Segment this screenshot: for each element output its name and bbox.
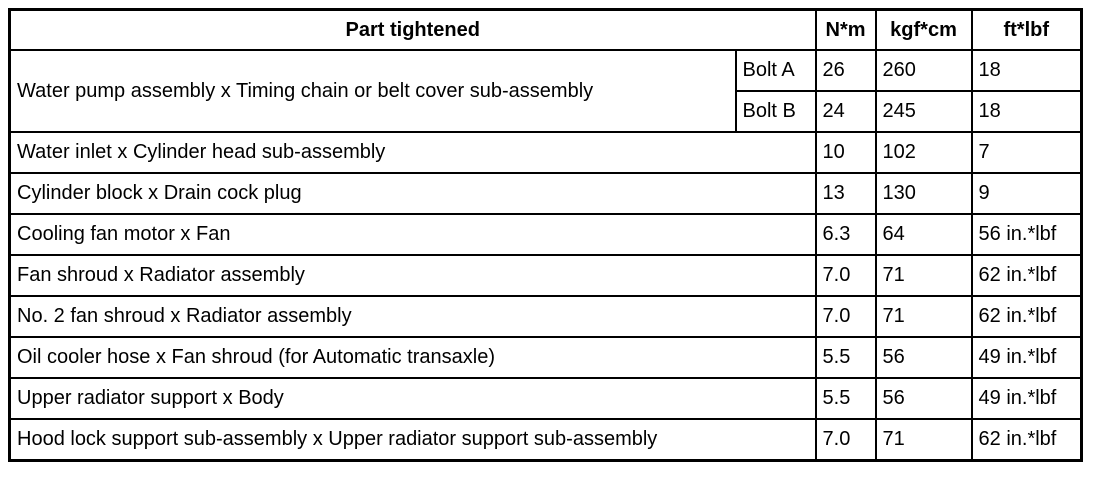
part-cell: Upper radiator support x Body <box>8 377 817 420</box>
table-row-water-pump-bolt-b: Bolt B 24 245 18 <box>10 90 1083 133</box>
ftlbf-cell: 62 in.*lbf <box>970 295 1083 338</box>
kgfcm-cell: 245 <box>874 90 973 133</box>
kgfcm-cell: 71 <box>874 418 973 461</box>
table-row: Hood lock support sub-assembly x Upper r… <box>8 418 1083 461</box>
nm-cell: 5.5 <box>814 377 877 420</box>
torque-spec-table: Part tightened N*m kgf*cm ft*lbf Water p… <box>8 8 1084 462</box>
table-row: Cooling fan motor x Fan 6.3 64 56 in.*lb… <box>8 213 1083 256</box>
part-cell: Oil cooler hose x Fan shroud (for Automa… <box>8 336 817 379</box>
ftlbf-cell: 56 in.*lbf <box>970 213 1083 256</box>
ftlbf-cell: 62 in.*lbf <box>970 418 1083 461</box>
ftlbf-cell: 18 <box>970 90 1083 133</box>
nm-cell: 5.5 <box>814 336 877 379</box>
nm-cell: 6.3 <box>814 213 877 256</box>
kgfcm-cell: 56 <box>874 336 973 379</box>
nm-cell: 7.0 <box>814 254 877 297</box>
part-cell: Fan shroud x Radiator assembly <box>8 254 817 297</box>
table-row: Fan shroud x Radiator assembly 7.0 71 62… <box>8 254 1083 297</box>
bolt-label-cell: Bolt B <box>734 90 817 133</box>
table-row: No. 2 fan shroud x Radiator assembly 7.0… <box>8 295 1083 338</box>
kgfcm-cell: 71 <box>874 295 973 338</box>
kgfcm-cell: 64 <box>874 213 973 256</box>
part-cell: Cooling fan motor x Fan <box>8 213 817 256</box>
nm-cell: 7.0 <box>814 418 877 461</box>
part-cell: Water inlet x Cylinder head sub-assembly <box>8 131 817 174</box>
ftlbf-cell: 18 <box>970 49 1083 92</box>
part-cell: Hood lock support sub-assembly x Upper r… <box>8 418 817 461</box>
nm-cell: 24 <box>814 90 877 133</box>
ftlbf-cell: 7 <box>970 131 1083 174</box>
ftlbf-cell: 9 <box>970 172 1083 215</box>
nm-cell: 26 <box>814 49 877 92</box>
ftlbf-cell: 49 in.*lbf <box>970 377 1083 420</box>
nm-cell: 7.0 <box>814 295 877 338</box>
part-cell: Water pump assembly x Timing chain or be… <box>8 49 737 133</box>
header-kgfcm: kgf*cm <box>874 8 973 51</box>
ftlbf-cell: 62 in.*lbf <box>970 254 1083 297</box>
ftlbf-cell: 49 in.*lbf <box>970 336 1083 379</box>
header-row: Part tightened N*m kgf*cm ft*lbf <box>8 8 1083 51</box>
kgfcm-cell: 102 <box>874 131 973 174</box>
table-row: Upper radiator support x Body 5.5 56 49 … <box>8 377 1083 420</box>
kgfcm-cell: 56 <box>874 377 973 420</box>
part-cell: No. 2 fan shroud x Radiator assembly <box>8 295 817 338</box>
header-ftlbf: ft*lbf <box>970 8 1083 51</box>
table-row: Water inlet x Cylinder head sub-assembly… <box>8 131 1083 174</box>
kgfcm-cell: 71 <box>874 254 973 297</box>
table-row-water-pump-bolt-a: Water pump assembly x Timing chain or be… <box>8 49 1083 133</box>
part-cell: Cylinder block x Drain cock plug <box>8 172 817 215</box>
header-part-tightened: Part tightened <box>8 8 817 51</box>
kgfcm-cell: 260 <box>874 49 973 92</box>
bolt-label-cell: Bolt A <box>734 49 817 92</box>
kgfcm-cell: 130 <box>874 172 973 215</box>
header-nm: N*m <box>814 8 877 51</box>
table-row: Cylinder block x Drain cock plug 13 130 … <box>8 172 1083 215</box>
nm-cell: 10 <box>814 131 877 174</box>
table-row: Oil cooler hose x Fan shroud (for Automa… <box>8 336 1083 379</box>
nm-cell: 13 <box>814 172 877 215</box>
